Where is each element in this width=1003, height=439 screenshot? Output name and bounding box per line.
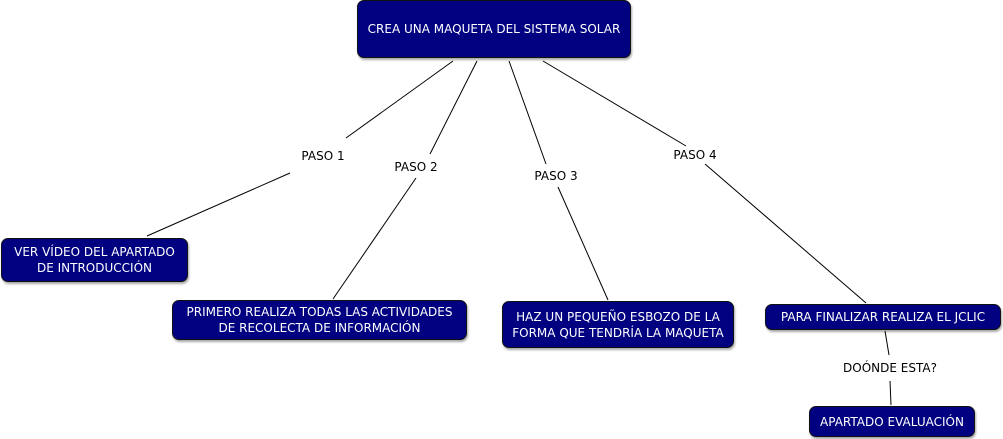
concept-text: PARA FINALIZAR REALIZA EL JCLIC — [780, 310, 986, 324]
line-jclic-donde — [884, 330, 890, 356]
link-label-paso3[interactable]: PASO 3 — [532, 168, 580, 184]
line-paso1-video — [146, 172, 291, 237]
concept-text: HAZ UN PEQUEÑO ESBOZO DE LA FORMA QUE TE… — [512, 309, 724, 340]
line-root-paso2 — [429, 60, 478, 155]
concept-node-actividades[interactable]: PRIMERO REALIZA TODAS LAS ACTIVIDADES DE… — [172, 300, 467, 340]
root-concept-node[interactable]: CREA UNA MAQUETA DEL SISTEMA SOLAR — [357, 0, 631, 58]
root-concept-text: CREA UNA MAQUETA DEL SISTEMA SOLAR — [367, 22, 621, 36]
line-root-paso4 — [542, 60, 687, 147]
line-paso2-actividades — [332, 177, 417, 300]
concept-text: APARTADO EVALUACIÓN — [820, 414, 964, 429]
link-label-paso2[interactable]: PASO 2 — [392, 159, 440, 175]
line-donde-evaluacion — [889, 380, 892, 406]
concept-node-video[interactable]: VER VÍDEO DEL APARTADO DE INTRODUCCIÓN — [1, 238, 188, 282]
link-label-paso1[interactable]: PASO 1 — [299, 148, 347, 164]
concept-node-jclic[interactable]: PARA FINALIZAR REALIZA EL JCLIC — [765, 304, 1001, 330]
line-paso3-esbozo — [557, 186, 609, 301]
concept-text: PRIMERO REALIZA TODAS LAS ACTIVIDADES DE… — [186, 305, 453, 335]
line-root-paso3 — [508, 60, 547, 165]
line-paso4-jclic — [704, 163, 867, 304]
concept-node-esbozo[interactable]: HAZ UN PEQUEÑO ESBOZO DE LA FORMA QUE TE… — [502, 301, 734, 348]
line-root-paso1 — [345, 60, 454, 139]
concept-text: VER VÍDEO DEL APARTADO DE INTRODUCCIÓN — [14, 245, 175, 275]
concept-node-evaluacion[interactable]: APARTADO EVALUACIÓN — [809, 406, 975, 437]
link-label-paso4[interactable]: PASO 4 — [671, 147, 719, 163]
link-label-donde[interactable]: DOÓNDE ESTA? — [841, 360, 939, 376]
